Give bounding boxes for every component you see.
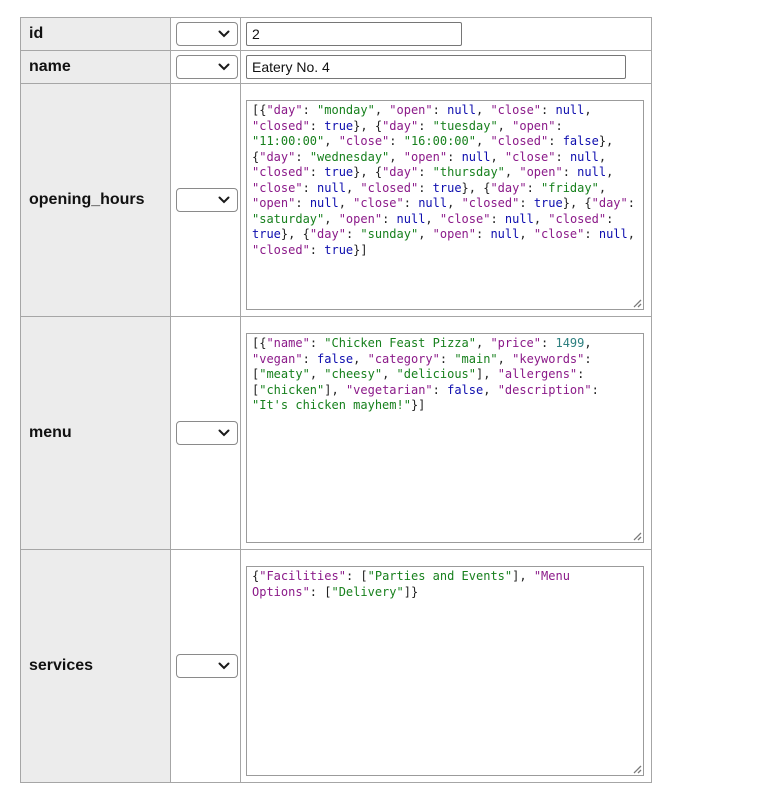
field-name-label: menu (20, 316, 171, 550)
field-row: menu [{"name": "Chicken Feast Pizza", "p… (20, 316, 652, 550)
field-name-label: opening_hours (20, 83, 171, 317)
name-value-input[interactable] (246, 55, 626, 79)
resize-handle[interactable] (631, 530, 642, 541)
services-value-textarea[interactable]: {"Facilities": ["Parties and Events"], "… (246, 566, 644, 776)
field-row: services {"Facilities": ["Parties and Ev… (20, 549, 652, 783)
chevron-down-icon (218, 63, 230, 71)
resize-handle[interactable] (631, 297, 642, 308)
id-value-input[interactable] (246, 22, 462, 46)
field-row: name (20, 50, 652, 84)
function-select[interactable] (176, 188, 238, 212)
field-rows: id name opening_hours (20, 17, 652, 783)
opening_hours-value-textarea[interactable]: [{"day": "monday", "open": null, "close"… (246, 100, 644, 310)
function-select[interactable] (176, 654, 238, 678)
chevron-down-icon (218, 429, 230, 437)
function-select[interactable] (176, 421, 238, 445)
field-row: opening_hours [{"day": "monday", "open":… (20, 83, 652, 317)
function-select[interactable] (176, 55, 238, 79)
field-name-label: name (20, 50, 171, 84)
chevron-down-icon (218, 196, 230, 204)
field-name-label: services (20, 549, 171, 783)
menu-value-textarea[interactable]: [{"name": "Chicken Feast Pizza", "price"… (246, 333, 644, 543)
function-select[interactable] (176, 22, 238, 46)
field-row: id (20, 17, 652, 51)
chevron-down-icon (218, 30, 230, 38)
edit-record-form: id name opening_hours (20, 17, 652, 783)
chevron-down-icon (218, 662, 230, 670)
resize-handle[interactable] (631, 763, 642, 774)
field-name-label: id (20, 17, 171, 51)
